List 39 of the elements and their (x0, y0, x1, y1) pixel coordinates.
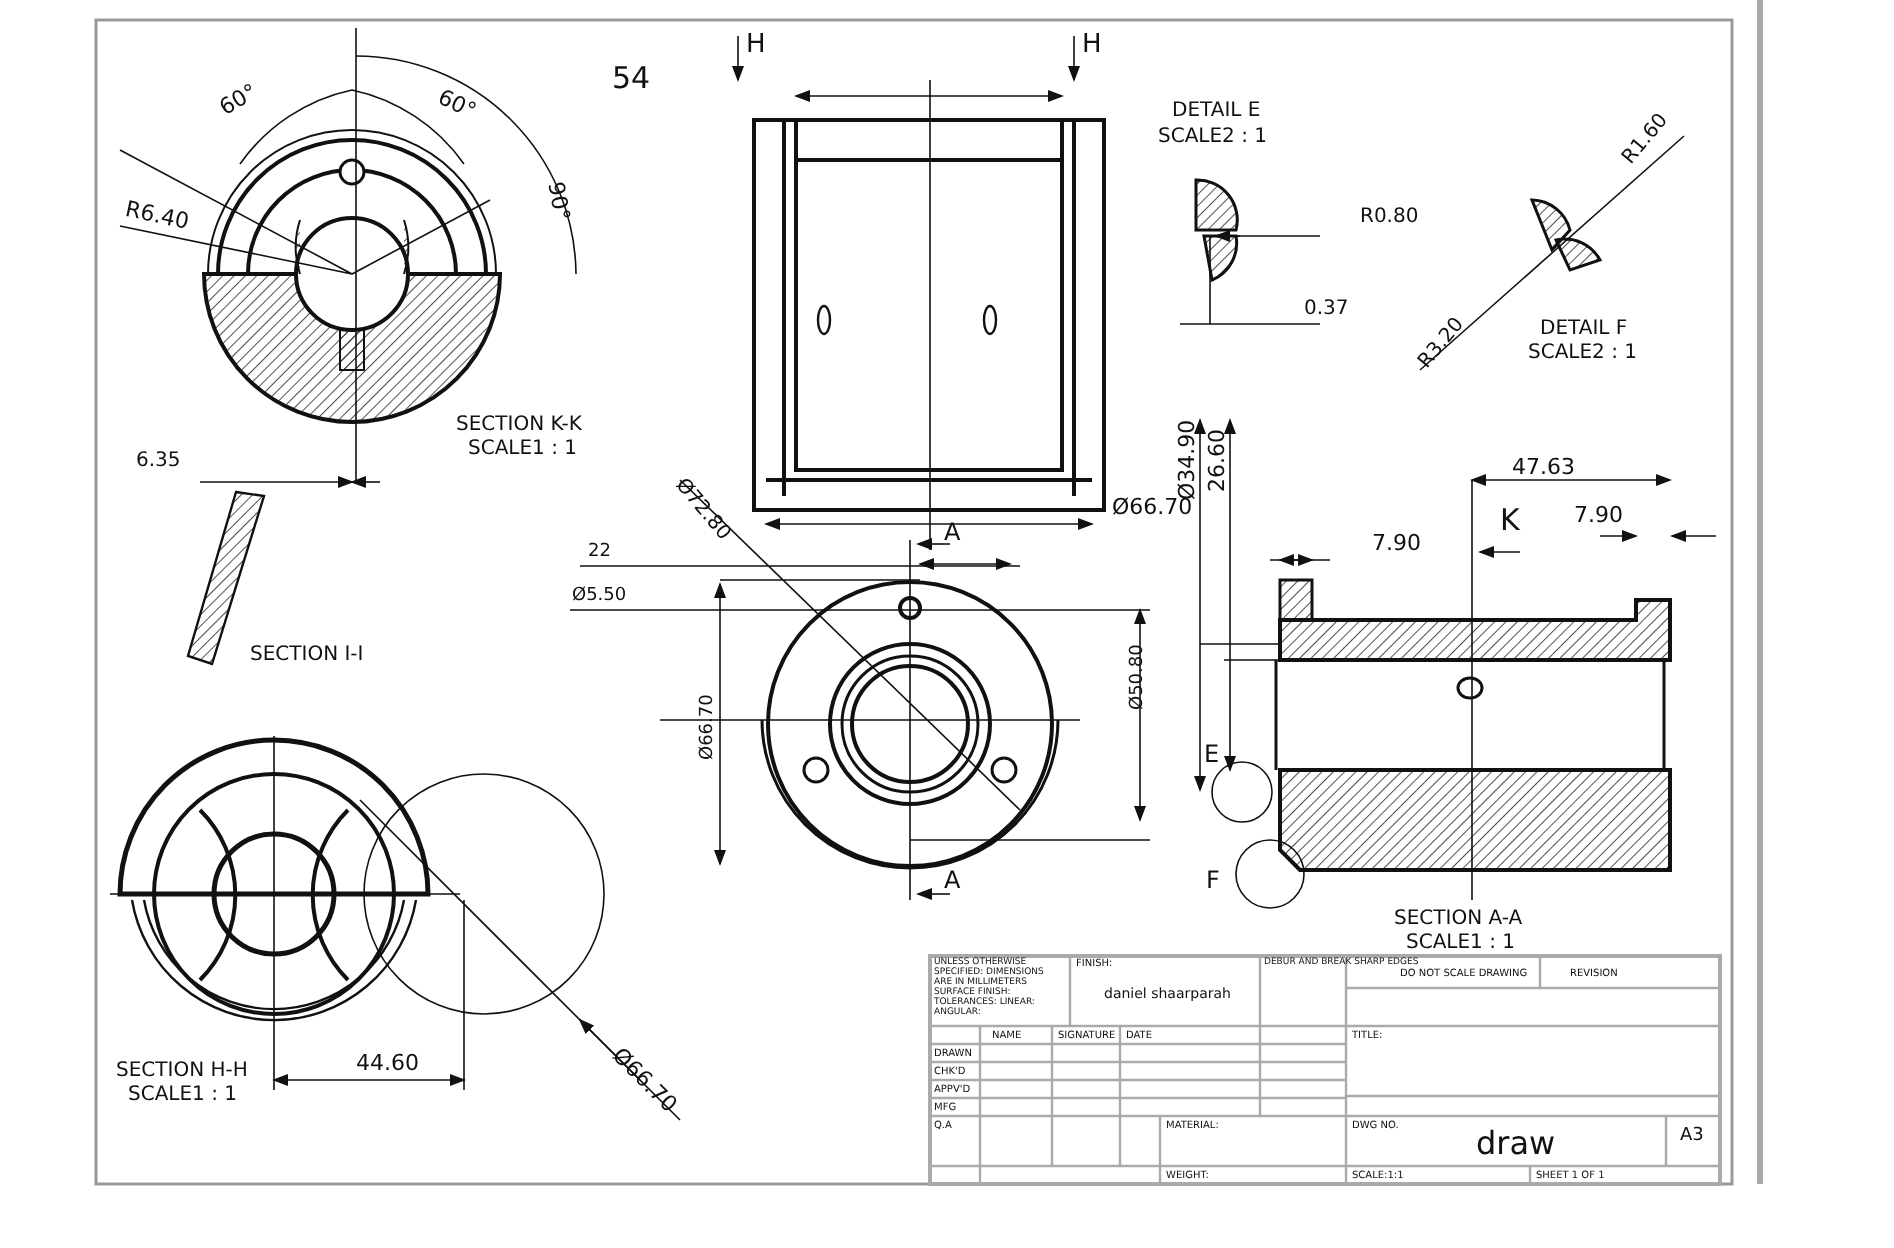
section-letter: A (944, 868, 961, 892)
view-title: SECTION K-K (456, 416, 582, 436)
view-title: SCALE1 : 1 (1406, 934, 1516, 954)
sheet-size: A3 (1680, 1128, 1704, 1146)
dimension-label: 7.90 (1372, 532, 1421, 554)
section-letter: K (1500, 506, 1520, 536)
view-title: SCALE1 : 1 (468, 440, 578, 460)
section-letter: H (746, 32, 766, 58)
view-title: SCALE2 : 1 (1528, 344, 1638, 364)
dimension-label: 90° (544, 180, 573, 223)
view-title: DETAIL F (1540, 320, 1628, 340)
dimension-label: Ø66.70 (1112, 496, 1193, 518)
detail-letter: F (1206, 868, 1220, 892)
dimension-label: 22 (588, 544, 611, 562)
dimension-label: 0.37 (1304, 300, 1349, 320)
dimension-label: Ø34.90 (1176, 419, 1198, 500)
view-title: SCALE1 : 1 (128, 1086, 238, 1106)
dimension-label: Ø50.80 (1130, 644, 1148, 710)
dimension-label: 26.60 (1206, 429, 1228, 492)
dimension-label: 47.63 (1512, 456, 1575, 478)
section-letter: H (1082, 32, 1102, 58)
detail-letter: E (1204, 742, 1220, 766)
view-title: SECTION A-A (1394, 910, 1523, 930)
dimension-label: 60° (216, 80, 261, 120)
dimension-label: 54 (612, 64, 651, 94)
dimension-label: R0.80 (1360, 208, 1419, 228)
dimension-label: 7.90 (1574, 504, 1623, 526)
dimension-label: Ø5.50 (572, 588, 627, 606)
dimension-label: R6.40 (123, 198, 191, 233)
drawing-number: draw (1476, 1128, 1556, 1160)
dimension-label: 44.60 (356, 1052, 419, 1074)
section-letter: A (944, 520, 961, 544)
dimension-label: 60° (434, 86, 480, 123)
dimension-label: 6.35 (136, 452, 181, 472)
dimension-label: Ø66.70 (700, 694, 718, 760)
view-title: DETAIL E (1172, 102, 1261, 122)
view-title: SECTION I-I (250, 646, 364, 666)
view-title: SECTION H-H (116, 1062, 248, 1082)
view-title: SCALE2 : 1 (1158, 128, 1268, 148)
